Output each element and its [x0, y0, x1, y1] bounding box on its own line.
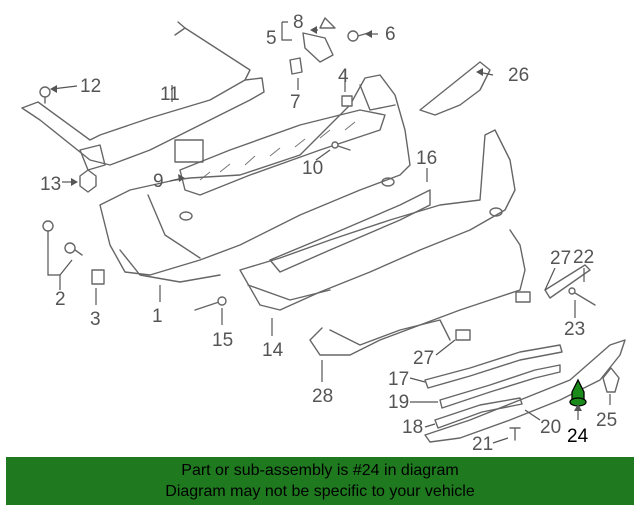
- part-trim-17: [424, 344, 563, 389]
- callout-23: 23: [564, 319, 585, 340]
- callout-13: 13: [40, 174, 61, 195]
- callout-18: 18: [402, 417, 423, 438]
- part-energy-absorber: [179, 109, 386, 196]
- callout-4: 4: [338, 66, 349, 87]
- callout-25: 25: [596, 410, 617, 431]
- part-wiring-harness: [309, 229, 526, 356]
- callout-16: 16: [416, 148, 437, 169]
- part-diffuser-20: [424, 339, 626, 443]
- callout-24: 24: [567, 426, 589, 447]
- callout-11: 11: [160, 84, 180, 105]
- fastener-13: [79, 169, 97, 193]
- callout-27a: 27: [413, 348, 434, 369]
- clip-25: [602, 367, 620, 393]
- part-bumper-cover: [99, 74, 411, 283]
- part-reinforcement-beam: [21, 21, 265, 171]
- callout-5: 5: [266, 28, 277, 49]
- fastener-12: [39, 86, 51, 104]
- callout-12: 12: [80, 76, 101, 97]
- part-lower-cover: [239, 129, 516, 311]
- bracket-5: [302, 32, 334, 63]
- clip-21: [509, 427, 521, 441]
- callout-10: 10: [302, 158, 323, 179]
- bolt-2: [42, 220, 83, 256]
- part-trim-19: [439, 364, 561, 409]
- part-trim-18: [434, 397, 523, 429]
- bracket-7: [289, 57, 303, 75]
- rivet-15: [194, 296, 227, 311]
- banner-line-2: Diagram may not be specific to your vehi…: [165, 483, 475, 500]
- part-bracket-22: [544, 264, 591, 299]
- callout-20: 20: [540, 417, 561, 438]
- callout-7: 7: [290, 92, 301, 113]
- banner-line-1: Part or sub-assembly is #24 in diagram: [181, 462, 459, 479]
- callout-labels: 1 2 3 4 5 6 7 8 9 10 11 12 13 14 15 16 1…: [40, 12, 617, 455]
- callout-14: 14: [262, 340, 284, 361]
- clip-3: [91, 269, 105, 285]
- callout-6: 6: [385, 24, 396, 45]
- screw-10: [331, 141, 351, 151]
- callout-9: 9: [153, 171, 164, 192]
- callout-22: 22: [573, 247, 594, 268]
- parts-diagram: 1 2 3 4 5 6 7 8 9 10 11 12 13 14 15 16 1…: [21, 12, 626, 455]
- callout-3: 3: [90, 309, 101, 330]
- callout-15: 15: [212, 330, 233, 351]
- clip-23: [568, 287, 596, 306]
- leader-lines: [47, 21, 611, 444]
- part-reflector-26: [419, 61, 491, 116]
- clip-4: [341, 95, 353, 107]
- fastener-6: [347, 30, 369, 42]
- callout-2: 2: [55, 289, 66, 310]
- callout-27b: 27: [550, 248, 571, 269]
- part-bracket-16: [269, 189, 431, 273]
- callout-28: 28: [312, 386, 333, 407]
- callout-8: 8: [293, 12, 304, 33]
- callout-19: 19: [388, 392, 409, 413]
- highlighted-part-24: [569, 378, 587, 407]
- clip-8: [319, 17, 336, 29]
- part-harness-28: [329, 319, 451, 346]
- info-banner: Part or sub-assembly is #24 in diagram D…: [6, 457, 634, 505]
- connector-27a: [455, 329, 471, 341]
- callout-26: 26: [508, 65, 529, 86]
- callout-1: 1: [152, 306, 163, 327]
- callout-17: 17: [388, 369, 409, 390]
- callout-21: 21: [472, 434, 493, 455]
- connector-27b: [515, 291, 531, 303]
